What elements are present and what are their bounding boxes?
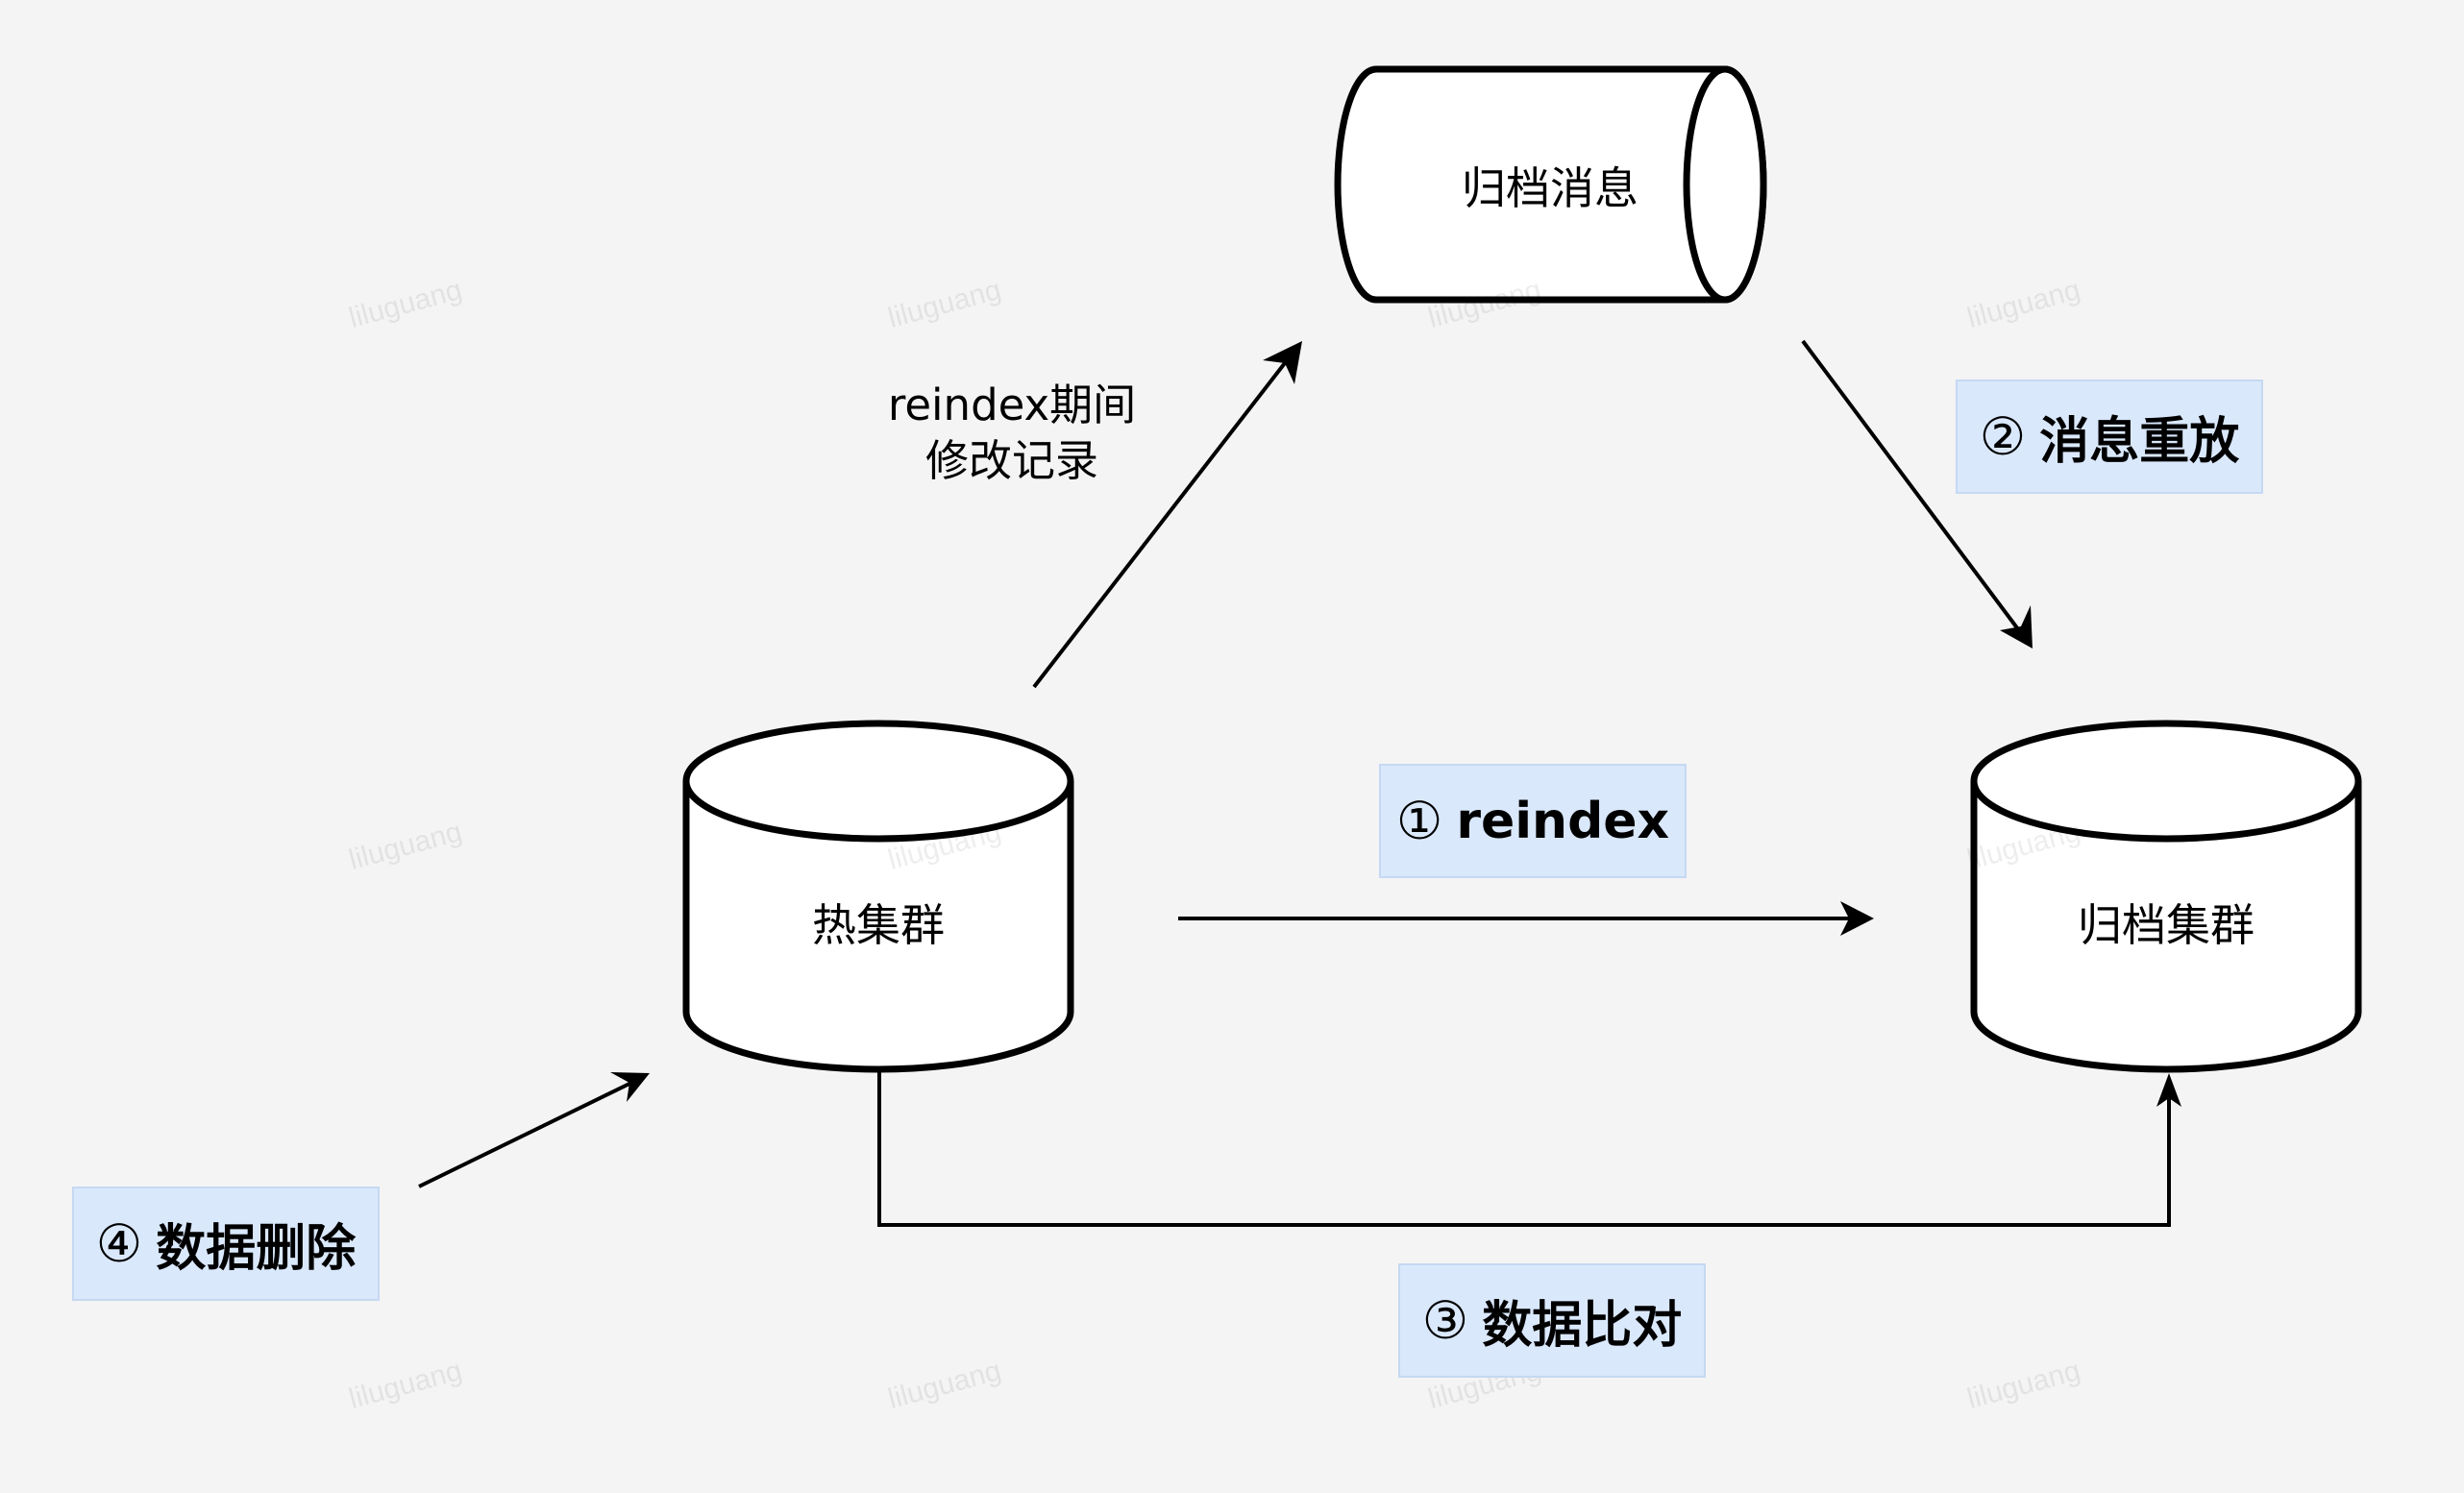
archive-messages-label: 归档消息 [1462, 162, 1639, 214]
step-number: ② [1979, 406, 2027, 467]
edge-delete-to-hot [418, 1072, 650, 1188]
arrowhead-icon [610, 1072, 650, 1102]
note-line-2: 修改记录 [924, 435, 1098, 486]
arrowhead-icon [2156, 1073, 2181, 1107]
hot-cluster-label: 热集群 [812, 899, 945, 951]
edge-queue-to-archive [1801, 339, 2033, 649]
edge-hot-to-archive-compare [877, 1072, 2181, 1227]
note-line-1: reindex期间 [887, 379, 1137, 430]
step-2-message-replay[interactable]: ② 消息重放 [1956, 379, 2263, 494]
step-label: 数据比对 [1482, 1297, 1683, 1355]
step-1-reindex[interactable]: ① reindex [1379, 764, 1687, 878]
hot-cluster-database[interactable] [682, 720, 1074, 1073]
step-number: ④ [95, 1213, 143, 1274]
step-label: 消息重放 [2039, 413, 2240, 471]
step-number: ③ [1421, 1290, 1469, 1351]
archive-cluster-label: 归档集群 [2078, 899, 2255, 951]
archive-cluster-database[interactable] [1970, 720, 2362, 1073]
arrowhead-icon [2000, 605, 2033, 649]
archive-messages-queue[interactable] [1334, 65, 1767, 304]
step-label: reindex [1456, 792, 1670, 850]
step-label: 数据删除 [156, 1220, 357, 1278]
edge-hot-to-queue [1032, 341, 1302, 689]
step-number: ① [1395, 791, 1443, 851]
arrowhead-icon [1840, 901, 1874, 936]
step-3-data-compare[interactable]: ③ 数据比对 [1398, 1263, 1706, 1378]
reindex-changes-note: reindex期间 修改记录 [888, 378, 1136, 489]
arrowhead-icon [1263, 341, 1302, 384]
step-4-data-delete[interactable]: ④ 数据删除 [72, 1187, 380, 1301]
edge-hot-to-archive-reindex [1178, 901, 1874, 936]
